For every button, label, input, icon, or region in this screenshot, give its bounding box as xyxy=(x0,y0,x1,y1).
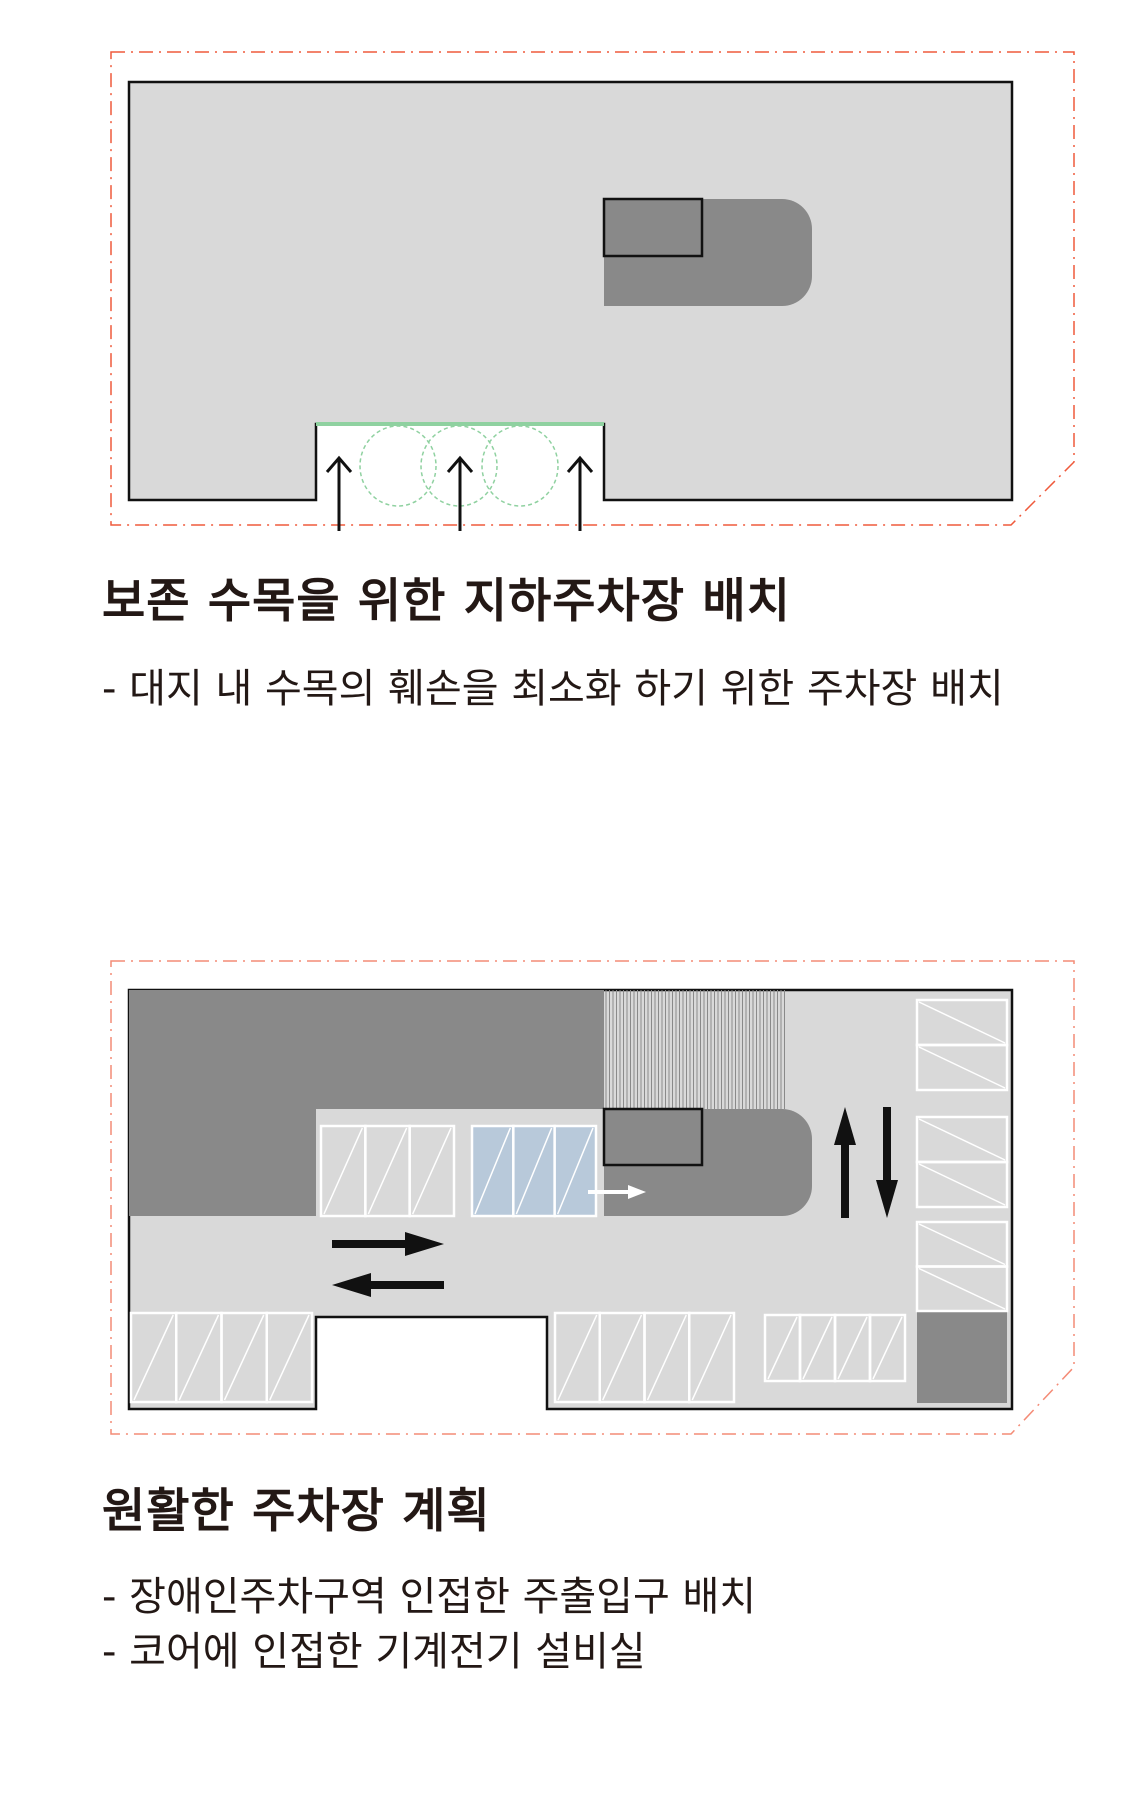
site-boundary xyxy=(110,960,1075,1435)
arrow-up-icon xyxy=(566,455,594,531)
bullet-item: - 장애인주차구역 인접한 주출입구 배치 xyxy=(102,1574,757,1620)
core xyxy=(604,199,812,306)
entry-arrows xyxy=(325,455,594,531)
parking-stall-group xyxy=(763,1313,907,1383)
parking-stall xyxy=(868,1313,907,1383)
arrow-left-icon xyxy=(332,1273,444,1297)
parking-stall xyxy=(688,1311,736,1404)
parking-stall xyxy=(408,1124,456,1218)
bullet-item: - 대지 내 수목의 훼손을 최소화 하기 위한 주차장 배치 xyxy=(102,666,1004,712)
core-room xyxy=(602,197,704,258)
parking-stall xyxy=(915,1043,1009,1092)
section2-description: - 장애인주차구역 인접한 주출입구 배치 - 코어에 인접한 기계전기 설비실 xyxy=(102,1570,1062,1680)
section1-description: - 대지 내 수목의 훼손을 최소화 하기 위한 주차장 배치 xyxy=(102,662,1062,717)
parking-plan-diagram xyxy=(110,960,1075,1435)
parking-stalls xyxy=(129,998,1009,1404)
parking-stall xyxy=(915,1265,1009,1313)
arrow-up-icon xyxy=(834,1107,856,1218)
mechanical-electrical-room xyxy=(917,1311,1007,1403)
parking-stall-group xyxy=(915,998,1009,1092)
section1-title: 보존 수목을 위한 지하주차장 배치 xyxy=(102,574,791,629)
parking-stall-group xyxy=(915,1220,1009,1313)
tree-icon xyxy=(420,425,498,507)
preserved-trees xyxy=(359,425,559,507)
arrow-down-icon xyxy=(876,1107,898,1218)
site-boundary xyxy=(110,51,1075,526)
arrow-up-icon xyxy=(446,455,474,531)
tree-icon xyxy=(359,425,437,507)
bullet-item: - 코어에 인접한 기계전기 설비실 xyxy=(102,1629,646,1675)
unexcavated-area xyxy=(129,990,604,1216)
ramp-hatch xyxy=(605,990,785,1109)
arrow-right-icon xyxy=(332,1232,444,1256)
parking-stall-group xyxy=(553,1311,736,1404)
parking-stall xyxy=(915,1160,1009,1209)
traffic-arrows xyxy=(332,1107,898,1297)
arrow-up-icon xyxy=(325,455,353,531)
arrow-right-icon xyxy=(628,1185,646,1199)
parking-stall-group xyxy=(915,1115,1009,1209)
parking-stall xyxy=(265,1311,314,1404)
underground-parking-preservation-diagram xyxy=(110,51,1075,531)
parking-stall-group xyxy=(319,1124,456,1218)
section2-title: 원활한 주차장 계획 xyxy=(102,1484,491,1539)
white-arrow xyxy=(588,1185,646,1199)
tree-icon xyxy=(481,425,559,507)
core-room xyxy=(602,1107,704,1167)
accessible-parking-stall-group xyxy=(470,1124,598,1218)
parking-stall-group xyxy=(129,1311,314,1404)
core xyxy=(604,1109,812,1216)
